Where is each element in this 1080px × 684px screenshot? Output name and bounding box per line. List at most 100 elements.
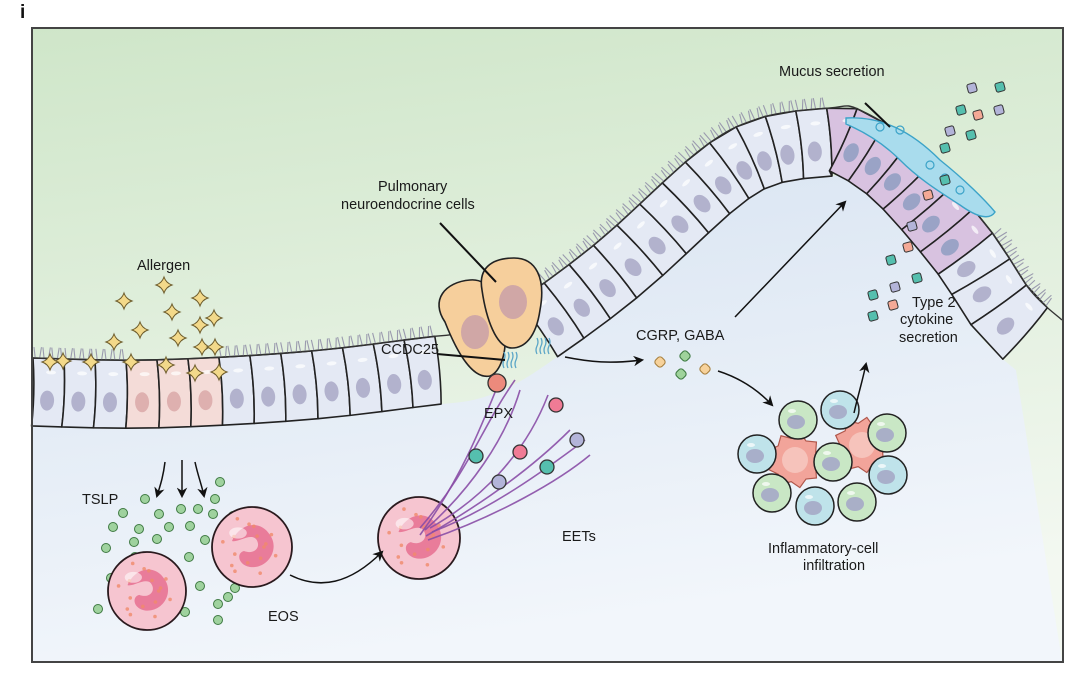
trap-bead xyxy=(548,397,564,413)
cilium xyxy=(544,267,554,277)
cilium xyxy=(1015,262,1024,269)
cilium xyxy=(644,185,652,194)
cytokine-salmon xyxy=(922,189,934,201)
cell-nucleus xyxy=(417,369,432,390)
cilium xyxy=(803,98,808,110)
eosinophil-granule xyxy=(441,545,446,549)
cell-highlight xyxy=(202,370,213,375)
cilium xyxy=(762,104,768,117)
eosinophil-granule xyxy=(229,563,234,568)
eosinophil-granule xyxy=(130,561,135,566)
tslp-dot xyxy=(223,592,233,602)
cilium xyxy=(710,127,720,137)
cell-highlight xyxy=(326,361,337,366)
eosinophil xyxy=(107,551,187,631)
cilium xyxy=(51,347,54,359)
cilium xyxy=(95,348,98,360)
cilium xyxy=(310,339,315,351)
cell-nucleus xyxy=(714,176,732,195)
lymphocyte-nucleus xyxy=(877,470,895,484)
cell-highlight xyxy=(753,131,763,137)
cytokine-salmon xyxy=(887,299,899,311)
cell-nucleus xyxy=(780,144,795,165)
netosing-eosinophil xyxy=(377,496,461,580)
cytokine-teal xyxy=(965,129,977,141)
tslp-dot xyxy=(134,524,144,534)
cilium xyxy=(582,237,593,248)
trap-fibre xyxy=(427,454,591,541)
cilium xyxy=(622,203,633,213)
eosinophil-granule xyxy=(396,555,401,559)
epx-label: EPX xyxy=(484,406,513,422)
cell-nucleus xyxy=(135,392,150,413)
pnec-nucleus xyxy=(499,285,527,319)
mast-cell-core xyxy=(782,447,808,473)
cilium xyxy=(781,101,786,113)
eosinophil-extracellular-traps xyxy=(419,373,591,541)
eosinophil-granule xyxy=(431,533,436,537)
mucus-blob xyxy=(845,117,996,218)
tslp-dot xyxy=(193,504,203,514)
trap-fibre xyxy=(424,389,521,531)
cell-nucleus xyxy=(102,392,117,413)
cilium xyxy=(1038,292,1046,301)
cytokine-salmon xyxy=(902,241,914,253)
ccdc25-helix xyxy=(506,351,510,369)
tslp-dot xyxy=(208,509,218,519)
eosinophil-granule xyxy=(142,566,146,571)
cilium xyxy=(1001,239,1013,247)
allergen-particle xyxy=(204,308,224,328)
cell-nucleus xyxy=(324,381,339,402)
cilium xyxy=(692,140,702,150)
cytokine-purple xyxy=(966,82,978,94)
allergen-particle xyxy=(185,363,205,383)
cilium xyxy=(660,169,668,179)
lymphocyte-highlight xyxy=(878,464,886,468)
cilium xyxy=(1029,282,1041,291)
cell-highlight xyxy=(588,262,598,270)
eosinophil-granule xyxy=(399,561,404,565)
cell-nucleus xyxy=(648,236,666,255)
cytokine-teal xyxy=(867,289,879,301)
cilium xyxy=(794,99,799,111)
ccdc25-leader-line xyxy=(436,353,506,361)
tslp-arrow xyxy=(194,461,208,499)
lymphocyte-nucleus xyxy=(746,449,764,463)
cilium xyxy=(1017,265,1029,273)
cytokine-teal xyxy=(939,142,951,154)
cilium xyxy=(558,259,565,269)
cilium xyxy=(1022,273,1034,281)
cilium xyxy=(727,117,735,129)
eosinophil-granule xyxy=(264,542,268,546)
inflammation-to-cytokine-arrow xyxy=(853,361,870,414)
cell-highlight xyxy=(951,201,960,211)
cilium xyxy=(101,348,104,361)
cilium xyxy=(258,343,262,355)
cgrp-gaba-label: CGRP, GABA xyxy=(636,328,725,344)
cell-nucleus xyxy=(996,317,1015,335)
cell-nucleus xyxy=(693,194,711,213)
tslp-dot xyxy=(185,521,195,531)
tslp-dot xyxy=(101,543,111,553)
lymphocyte-nucleus xyxy=(846,497,864,511)
cilium xyxy=(249,344,253,356)
cilium xyxy=(286,341,289,354)
inflammatory-cell-cluster xyxy=(737,390,908,526)
cilium xyxy=(698,137,705,148)
eosinophil-granule xyxy=(255,534,259,538)
cilium xyxy=(628,197,639,206)
eosinophil-granule xyxy=(164,577,168,581)
cell-nucleus xyxy=(807,141,822,162)
pnec-nucleus xyxy=(461,315,489,349)
cgrp-particle xyxy=(654,356,666,368)
cell-highlight xyxy=(46,370,57,375)
eosinophil-granule xyxy=(419,514,423,519)
cilium xyxy=(667,160,678,170)
cilium xyxy=(568,251,575,261)
cilium xyxy=(551,262,561,272)
trap-bead xyxy=(539,459,555,475)
cytokine-teal xyxy=(939,174,951,186)
cytokine-teal xyxy=(994,81,1006,93)
cilium xyxy=(678,151,688,162)
cilium xyxy=(319,338,324,351)
